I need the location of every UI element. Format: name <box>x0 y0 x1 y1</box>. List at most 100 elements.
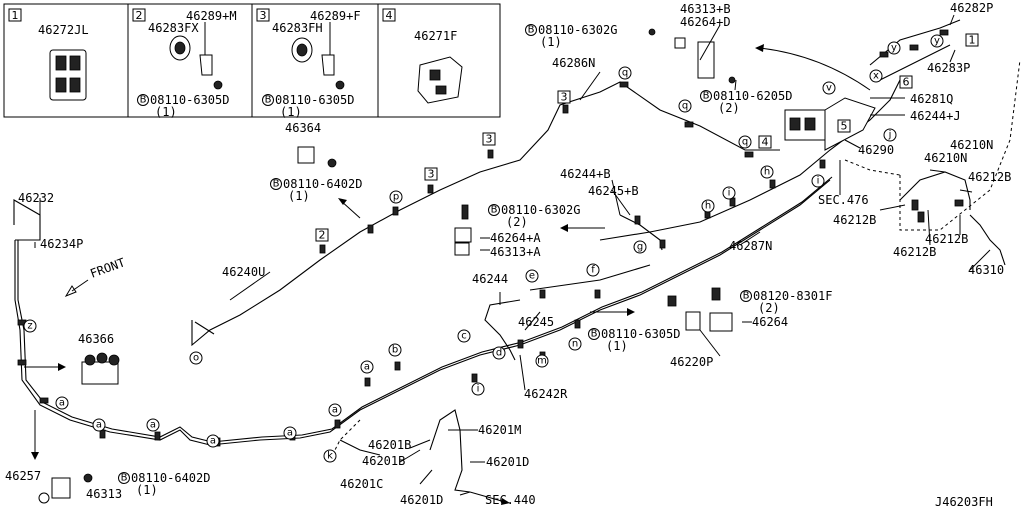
clip-46364-icon <box>297 146 337 168</box>
svg-text:(2): (2) <box>758 301 780 315</box>
svg-text:B: B <box>743 291 750 302</box>
svg-text:q: q <box>682 101 688 112</box>
brake-pipe-lines <box>13 19 1021 493</box>
label-46201B-2: 46201B <box>362 454 405 468</box>
clip-46264D-icon <box>648 28 736 84</box>
svg-text:(2): (2) <box>506 215 528 229</box>
part-label-46289-F: 46289+F <box>310 9 361 23</box>
svg-text:f: f <box>591 265 595 276</box>
label-46286N: 46286N <box>552 56 595 70</box>
svg-text:3: 3 <box>486 133 493 146</box>
label-46264-A: 46264+A <box>490 231 541 245</box>
label-08110-6302G-top: 08110-6302G <box>538 23 617 37</box>
inset-index-2: 2 <box>136 9 143 22</box>
svg-text:i: i <box>728 188 731 199</box>
clip-46272JL-icon <box>49 49 87 101</box>
label-46283P: 46283P <box>927 61 970 75</box>
clip-46220P-icon <box>667 295 701 331</box>
label-46234P: 46234P <box>40 237 83 251</box>
label-46364: 46364 <box>285 121 321 135</box>
label-46282P: 46282P <box>950 1 993 15</box>
part-label-46283FX: 46283FX <box>148 21 199 35</box>
label-46212B-1: 46212B <box>968 170 1011 184</box>
clip-46271F-icon <box>417 56 463 104</box>
label-46264: 46264 <box>752 315 788 329</box>
svg-text:m: m <box>537 356 547 367</box>
svg-text:(1): (1) <box>606 339 628 353</box>
inset-box-4: 4 46271F <box>377 3 501 118</box>
svg-text:k: k <box>327 451 333 462</box>
svg-text:(1): (1) <box>155 105 177 119</box>
svg-text:q: q <box>622 68 628 79</box>
svg-text:3: 3 <box>428 168 435 181</box>
svg-text:a: a <box>332 405 338 416</box>
svg-text:B: B <box>121 473 128 484</box>
block-46366-icon <box>81 352 120 385</box>
label-46212B-2: 46212B <box>833 213 876 227</box>
svg-text:2: 2 <box>319 229 326 242</box>
svg-text:h: h <box>764 167 770 178</box>
label-46313-A: 46313+A <box>490 245 541 259</box>
label-46245: 46245 <box>518 315 554 329</box>
clip-46264A-icon <box>454 204 472 256</box>
inset-index-4: 4 <box>386 9 393 22</box>
inset-box-1: 1 46272JL <box>3 3 129 118</box>
label-46313: 46313 <box>86 487 122 501</box>
inset-index-1: 1 <box>12 9 19 22</box>
svg-text:g: g <box>637 242 643 253</box>
bolt-icon <box>213 80 223 90</box>
label-46290: 46290 <box>858 143 894 157</box>
label-46232: 46232 <box>18 191 54 205</box>
label-front: FRONT <box>88 255 127 281</box>
inset-index-3: 3 <box>260 9 267 22</box>
label-46220P: 46220P <box>670 355 713 369</box>
grommet-46283FH-icon <box>291 22 335 76</box>
svg-text:B: B <box>528 25 535 36</box>
label-46287N: 46287N <box>729 239 772 253</box>
arrows <box>24 44 871 505</box>
label-46201C: 46201C <box>340 477 383 491</box>
label-46242R: 46242R <box>524 387 568 401</box>
label-46244: 46244 <box>472 272 508 286</box>
svg-text:c: c <box>461 331 467 342</box>
label-08110-6402D-bot: 08110-6402D <box>131 471 210 485</box>
label-sec-476: SEC.476 <box>818 193 869 207</box>
label-08120-8301F: 08120-8301F <box>753 289 832 303</box>
svg-text:1: 1 <box>969 34 976 47</box>
svg-text:a: a <box>210 436 216 447</box>
label-46313-B: 46313+B <box>680 2 731 16</box>
label-46310: 46310 <box>968 263 1004 277</box>
label-46244-B: 46244+B <box>560 167 611 181</box>
svg-text:a: a <box>150 420 156 431</box>
svg-text:B: B <box>591 329 598 340</box>
bolt-icon <box>335 80 345 90</box>
label-46201B-1: 46201B <box>368 438 411 452</box>
label-46201D-2: 46201D <box>400 493 443 507</box>
svg-text:y: y <box>891 43 897 54</box>
svg-text:n: n <box>572 339 578 350</box>
label-46201M: 46201M <box>478 423 521 437</box>
inset-box-3: 3 46289+F 46283FH B 08110-6305D (1) <box>251 3 379 119</box>
part-label-46289-M: 46289+M <box>186 9 237 23</box>
label-46210N-1: 46210N <box>950 138 993 152</box>
svg-text:e: e <box>529 271 535 282</box>
part-label-46283FH: 46283FH <box>272 21 323 35</box>
svg-text:5: 5 <box>841 120 848 133</box>
svg-text:3: 3 <box>561 91 568 104</box>
svg-text:p: p <box>393 192 399 203</box>
svg-text:B: B <box>703 91 710 102</box>
svg-text:o: o <box>193 353 199 364</box>
part-labels: 46313+B 46264+D B 08110-6302G (1) B 0811… <box>5 1 1011 509</box>
svg-text:a: a <box>59 398 65 409</box>
label-46245-B: 46245+B <box>588 184 639 198</box>
label-46212B-4: 46212B <box>893 245 936 259</box>
label-46210N-2: 46210N <box>924 151 967 165</box>
svg-text:d: d <box>496 348 502 359</box>
part-label-46271F: 46271F <box>414 29 457 43</box>
label-08110-6205D: 08110-6205D <box>713 89 792 103</box>
svg-text:6: 6 <box>903 76 910 89</box>
svg-text:B: B <box>273 179 280 190</box>
svg-text:y: y <box>934 36 940 47</box>
